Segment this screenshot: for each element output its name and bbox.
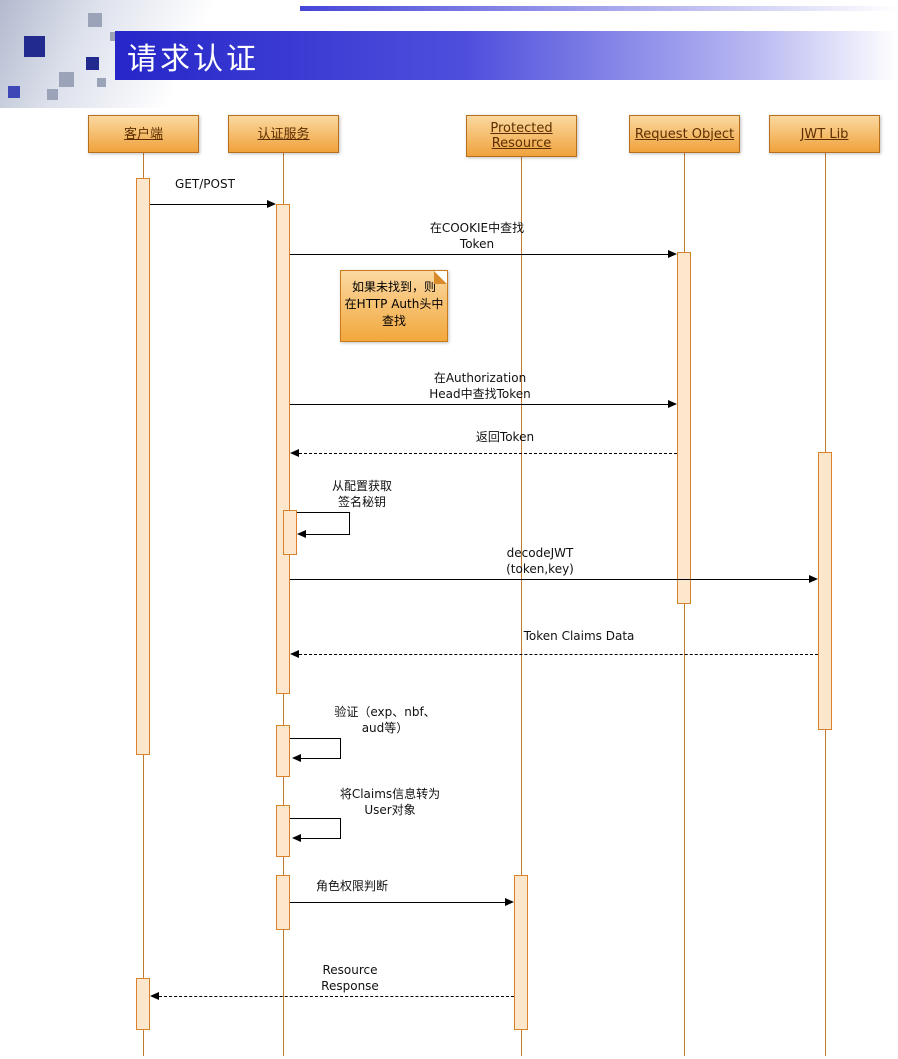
activation-protected-resource — [514, 875, 528, 1030]
selfcall-key-side — [349, 512, 350, 535]
message-label-token-claims: Token Claims Data — [523, 629, 635, 643]
arrowhead-claims-to-user — [292, 834, 301, 842]
arrowhead-role-check — [505, 898, 514, 906]
deco-square — [24, 36, 45, 57]
arrowhead-cookie-token — [668, 250, 677, 258]
deco-square — [110, 32, 119, 41]
actor-jwt-lib-label: JWT Lib — [800, 126, 849, 142]
deco-square — [59, 72, 74, 87]
actor-auth-service: 认证服务 — [228, 115, 339, 153]
activation-client-response — [136, 978, 150, 1030]
deco-square — [8, 86, 20, 98]
arrowhead-validate — [292, 754, 301, 762]
message-label-resource-response: Resource Response — [321, 963, 379, 993]
activation-auth-nested — [283, 510, 297, 555]
selfcall-user-bottom — [301, 838, 340, 839]
deco-square — [47, 89, 58, 100]
message-label-get-post: GET/POST — [175, 177, 235, 191]
arrow-auth-head-token — [290, 404, 668, 405]
activation-auth-role — [276, 875, 290, 930]
actor-request-object-label: Request Object — [634, 126, 735, 142]
message-label-role-check: 角色权限判断 — [315, 879, 388, 893]
deco-square — [88, 13, 102, 27]
actor-protected-resource-label: Protected Resource — [490, 121, 553, 151]
deco-square — [97, 78, 106, 87]
activation-auth-main — [276, 204, 290, 694]
selfcall-validate-bottom — [301, 758, 340, 759]
activation-auth-convert — [276, 805, 290, 857]
note-fallback-http-auth: 如果未找到，则 在HTTP Auth头中 查找 — [340, 270, 448, 342]
actor-client-label: 客户端 — [123, 126, 163, 142]
arrow-get-post — [150, 204, 267, 205]
lifeline-request-object — [684, 153, 685, 1056]
arrow-resource-response — [159, 996, 514, 997]
activation-jwt-lib — [818, 452, 832, 730]
selfcall-user-top — [290, 818, 340, 819]
arrowhead-resource-response — [150, 992, 159, 1000]
arrowhead-token-claims — [290, 650, 299, 658]
selfcall-key-top — [297, 512, 349, 513]
selfcall-validate-side — [340, 738, 341, 759]
message-label-auth-head-token: 在Authorization Head中查找Token — [429, 371, 531, 401]
actor-auth-service-label: 认证服务 — [257, 126, 310, 142]
actor-request-object: Request Object — [629, 115, 740, 153]
actor-protected-resource: Protected Resource — [466, 115, 577, 157]
arrowhead-get-post — [267, 200, 276, 208]
arrowhead-return-token — [290, 449, 299, 457]
arrow-return-token — [299, 453, 677, 454]
message-label-validate: 验证（exp、nbf、 aud等） — [334, 705, 436, 735]
arrow-role-check — [290, 902, 505, 903]
actor-jwt-lib: JWT Lib — [769, 115, 880, 153]
arrow-decode-jwt — [290, 579, 809, 580]
selfcall-validate-top — [290, 738, 340, 739]
message-label-decode-jwt: decodeJWT (token,key) — [506, 546, 574, 576]
message-label-cookie-token: 在COOKIE中查找 Token — [429, 221, 525, 251]
message-label-get-signing-key: 从配置获取 签名秘钥 — [331, 479, 392, 509]
message-label-claims-to-user: 将Claims信息转为 User对象 — [339, 787, 441, 817]
slide-title: 请求认证 — [127, 41, 259, 77]
arrowhead-get-signing-key — [297, 530, 306, 538]
arrow-token-claims — [299, 654, 818, 655]
arrow-cookie-token — [290, 254, 668, 255]
actor-client: 客户端 — [88, 115, 199, 153]
selfcall-key-bottom — [306, 534, 349, 535]
arrowhead-auth-head-token — [668, 400, 677, 408]
message-label-return-token: 返回Token — [475, 430, 535, 444]
title-banner: 请求认证 — [115, 31, 898, 80]
activation-client-main — [136, 178, 150, 755]
top-accent-strip — [268, 6, 898, 11]
note-text: 如果未找到，则 在HTTP Auth头中 查找 — [344, 280, 444, 328]
arrowhead-decode-jwt — [809, 575, 818, 583]
activation-auth-validate — [276, 725, 290, 777]
activation-request-object — [677, 252, 691, 604]
selfcall-user-side — [340, 818, 341, 839]
deco-square — [86, 57, 99, 70]
lifeline-protected-resource — [521, 157, 522, 1056]
